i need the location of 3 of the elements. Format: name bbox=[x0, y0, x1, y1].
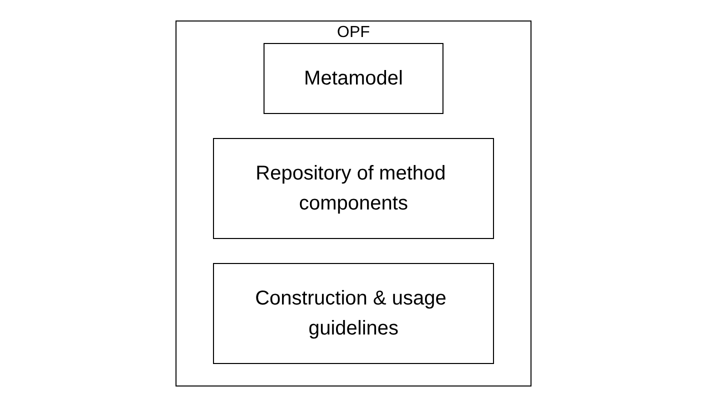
node-box: Metamodel bbox=[263, 43, 443, 114]
node-box: Repository of method components bbox=[212, 138, 494, 239]
node-box: Construction & usage guidelines bbox=[212, 263, 494, 364]
